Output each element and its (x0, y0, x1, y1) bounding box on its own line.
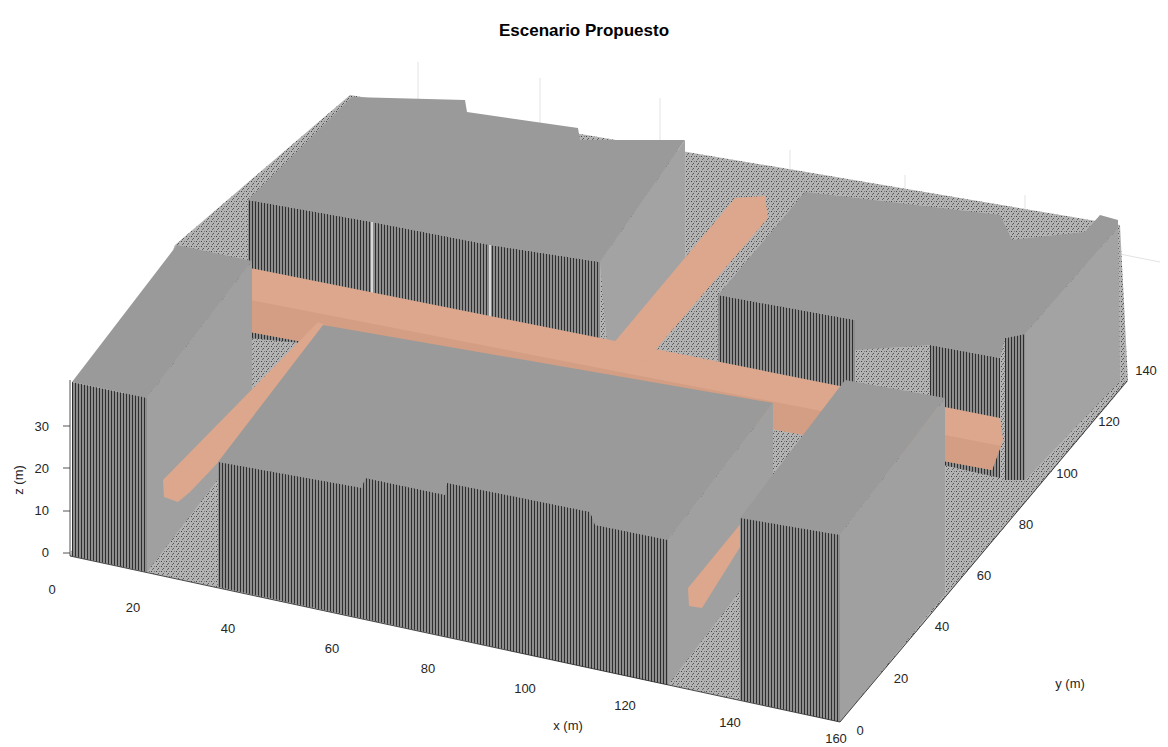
tick-label: 20 (126, 601, 140, 614)
axis-title: y (m) (1055, 677, 1085, 690)
building-facade (740, 518, 840, 722)
grid-line (540, 78, 541, 124)
flight-corridor (612, 196, 768, 362)
grid-line (660, 98, 661, 140)
tick-mark (63, 426, 70, 427)
tick-label: 20 (35, 462, 49, 475)
tick-label: 40 (935, 620, 949, 633)
tick-label: 60 (325, 642, 339, 655)
tick-label: 100 (1056, 467, 1078, 480)
building-roof (718, 192, 1118, 358)
ground (70, 95, 1128, 722)
building-roof (248, 97, 685, 262)
axis-title: z (m) (12, 465, 25, 495)
building-facade (218, 462, 668, 685)
tick-label: 140 (719, 716, 741, 729)
tick-mark (63, 468, 70, 469)
tick-label: 20 (894, 672, 908, 685)
tick-label: 10 (35, 504, 49, 517)
x-axis-line (70, 556, 840, 722)
y-axis-line (840, 381, 1127, 722)
tick-label: 160 (825, 731, 847, 744)
building-roof (72, 245, 252, 398)
building-facade (72, 382, 147, 572)
tick-label: 0 (48, 583, 55, 596)
axes (63, 380, 1127, 722)
tick-label: 0 (42, 546, 49, 559)
tick-label: 120 (614, 699, 636, 712)
tick-label: 40 (221, 622, 235, 635)
axis-title: x (m) (553, 719, 583, 732)
tick-label: 100 (514, 682, 536, 695)
tick-label: 80 (421, 662, 435, 675)
tick-label: 30 (35, 420, 49, 433)
tick-mark (63, 553, 70, 554)
tick-label: 60 (977, 569, 991, 582)
tick-label: 80 (1019, 518, 1033, 531)
tick-label: 140 (1135, 364, 1157, 377)
tick-label: 120 (1098, 415, 1120, 428)
building-facade (1005, 334, 1025, 480)
tick-mark (63, 511, 70, 512)
chart-title: Escenario Propuesto (499, 22, 669, 39)
tick-label: 0 (856, 724, 863, 737)
building-roof (740, 380, 945, 535)
